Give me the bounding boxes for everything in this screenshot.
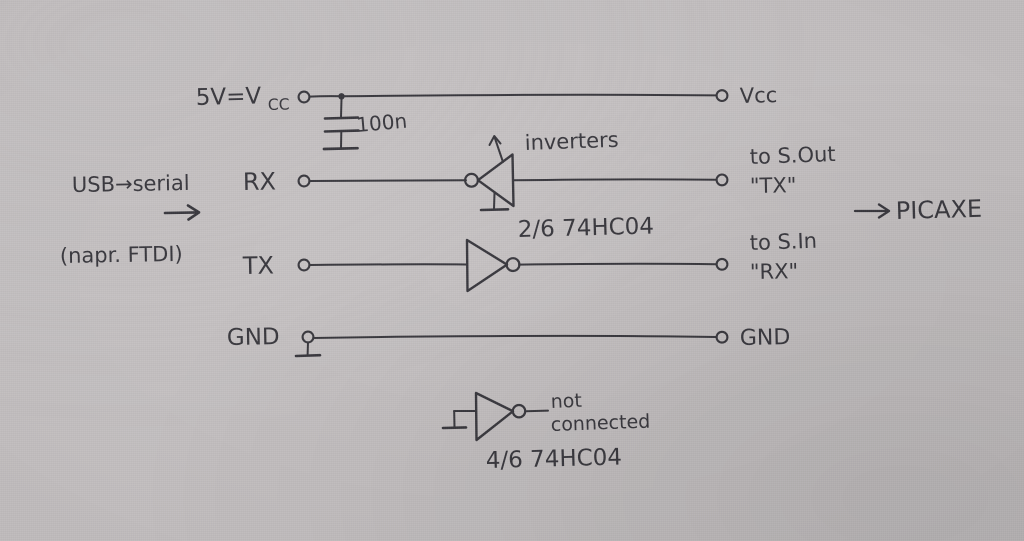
inverter-1-triangle [476,153,515,208]
ground-symbol-inverter-1 [479,208,510,212]
capacitor-lead-top [340,98,343,118]
unused-inverter-bubble [511,403,527,419]
label-usb-serial: USB→serial [72,171,190,197]
label-left-pin-rx: RX [243,167,277,196]
capacitor-100n [322,98,360,151]
terminal-right-tx-out[interactable] [715,173,729,187]
label-left-pin-tx: TX [242,251,275,280]
capacitor-plate-bottom [323,129,360,133]
label-capacitor-value: 100n [355,109,408,137]
inverter-2[interactable] [465,238,521,293]
terminal-left-rx[interactable] [297,174,311,188]
picaxe-arrow-head [877,203,891,219]
unused-inverter-triangle [474,391,515,442]
label-not-connected-line2: connected [550,411,650,436]
wire-rx-left [308,179,467,182]
label-not-connected-line1: not [550,390,582,413]
row-tx [297,257,729,272]
terminal-left-gnd[interactable] [301,330,315,344]
callout-arrow-shaft [493,136,504,163]
usb-serial-arrow [163,204,201,221]
inverter-2-bubble [505,257,521,273]
label-left-pin-vcc: 5V=V [195,83,261,111]
inverter-1-bubble [464,172,480,188]
wire-gnd [312,334,717,339]
picaxe-arrow [853,203,891,219]
inverter-unused[interactable] [441,391,549,442]
inverter-2-triangle [465,238,509,293]
wire-tx-left [308,263,467,266]
row-rx [297,173,729,188]
terminal-left-vcc[interactable] [297,90,311,104]
label-used-inverters: 2/6 74HC04 [517,213,654,243]
unused-inverter-output-wire [524,409,549,413]
capacitor-plate-top [323,116,360,120]
label-left-pin-vcc-sub: CC [268,95,290,114]
usb-serial-arrow-head [186,204,201,221]
label-unused-inverters: 4/6 74HC04 [485,444,622,474]
usb-serial-arrow-shaft [163,211,200,215]
label-picaxe: PICAXE [895,195,982,225]
inverters-callout-arrow [488,135,504,163]
wire-rx-right [512,178,717,182]
row-vcc [297,89,729,104]
callout-arrow-head [488,135,502,146]
inverter-1[interactable] [464,153,515,212]
terminal-right-gnd[interactable] [715,330,729,344]
wire-tx-right [518,262,717,266]
label-left-pin-gnd: GND [227,324,280,351]
label-inverters-callout: inverters [524,128,619,155]
wire-vcc-right [341,93,717,98]
label-right-pin-tx-line2: "TX" [750,173,797,198]
label-right-pin-vcc: Vcc [740,83,778,108]
label-ftdi-example: (napr. FTDI) [60,242,183,268]
ground-symbol-gnd [294,353,322,358]
terminal-right-rx-in[interactable] [715,257,729,271]
label-right-pin-gnd: GND [740,325,791,351]
label-right-pin-rx-line2: "RX" [750,259,799,284]
ground-symbol-capacitor [322,146,359,151]
terminal-right-vcc[interactable] [715,89,729,103]
terminal-left-tx[interactable] [297,258,311,272]
label-right-pin-rx-line1: to S.In [749,229,817,255]
label-right-pin-tx-line1: to S.Out [749,142,836,169]
row-gnd [294,330,729,358]
inverter-1-stub-lead [493,192,496,210]
